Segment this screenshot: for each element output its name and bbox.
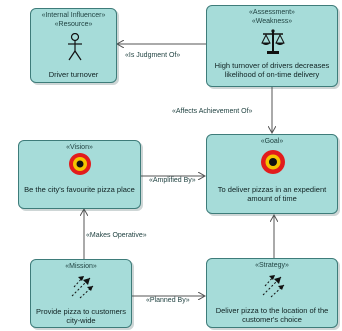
weakness-node[interactable]: «Assessment» «Weakness» High turnover of… [206,5,338,87]
mission-text: Provide pizza to customers city-wide [35,307,127,325]
strategy-stereotype: «Strategy» [255,262,289,269]
resource-stereotype: «Resource» [54,21,93,28]
strategy-node[interactable]: «Strategy» Deliver pizza to the location… [206,258,338,328]
vision-text: Be the city's favourite pizza place [24,185,135,194]
scales-icon [261,29,285,54]
amplified-by-label: «Amplified By» [148,177,197,185]
target-icon [261,150,285,174]
is-judgment-of-label: «Is Judgment Of» [124,52,182,60]
weakness-text: High turnover of drivers decreases likel… [214,61,330,79]
stick-figure-icon [68,33,82,61]
strategy-text: Deliver pizza to the location of the cus… [215,306,329,324]
target-icon [69,153,91,175]
vision-stereotype: «Vision» [66,144,93,151]
resource-name: Driver turnover [48,70,99,79]
planned-by-label: «Planned By» [145,297,191,305]
affects-achievement-of-label: «Affects Achievement Of» [171,108,254,116]
resource-stereotype-influencer: «Internal Influencer» [41,12,106,19]
weakness-stereotype-assessment: «Assessment» [249,9,295,16]
makes-operative-label: «Makes Operative» [85,232,148,240]
goal-stereotype: «Goal» [260,138,284,145]
mission-node[interactable]: «Mission» Provide pizza to customers cit… [30,259,132,328]
weakness-stereotype: «Weakness» [251,18,293,25]
goal-text: To deliver pizzas in an expedient amount… [217,185,327,203]
resource-node[interactable]: «Internal Influencer» «Resource» Driver … [30,8,117,83]
arrows-icon [71,275,94,299]
vision-node[interactable]: «Vision» Be the city's favourite pizza p… [18,140,141,209]
goal-node[interactable]: «Goal» To deliver pizzas in an expedient… [206,134,338,214]
mission-stereotype: «Mission» [65,263,97,270]
arrows-icon [262,274,285,298]
